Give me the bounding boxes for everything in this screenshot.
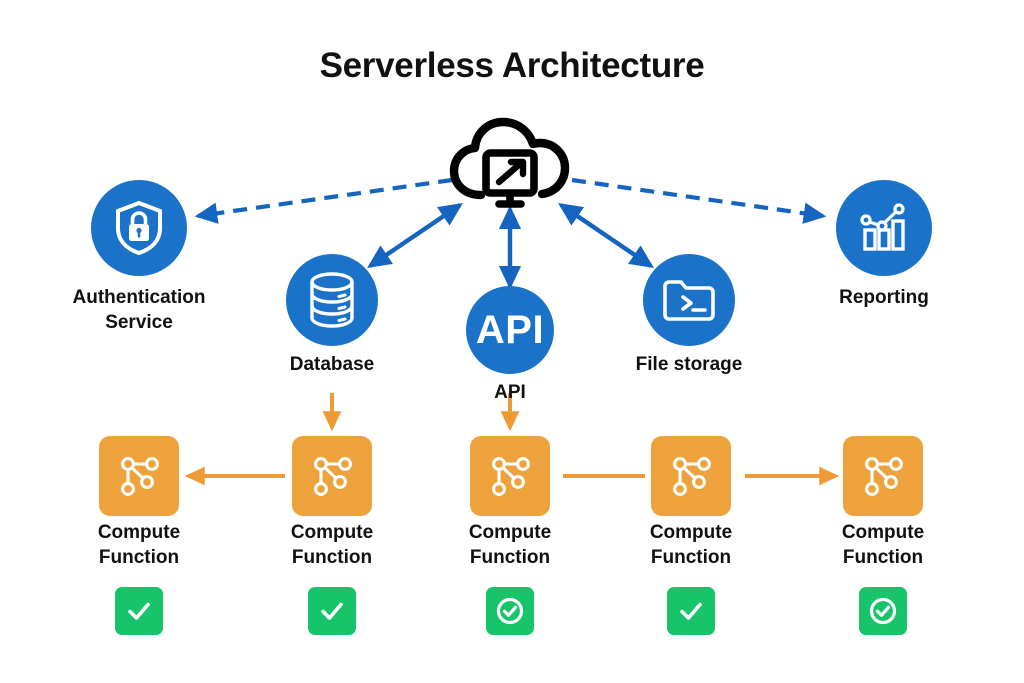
node-graph-icon bbox=[673, 457, 711, 496]
label-line-1: Compute bbox=[468, 522, 552, 543]
label-line-1: Reporting bbox=[839, 287, 929, 308]
compute-label-1: Compute Function bbox=[59, 521, 219, 570]
node-label-api: API bbox=[430, 380, 590, 405]
status-badge-1[interactable] bbox=[115, 587, 163, 635]
node-label-reporting: Reporting bbox=[804, 285, 964, 310]
node-label-authentication-service: Authentication Service bbox=[39, 285, 239, 336]
node-api[interactable]: API bbox=[466, 286, 554, 374]
cloud-monitor-arrow-icon bbox=[449, 117, 570, 208]
node-graph-icon bbox=[314, 457, 352, 496]
node-label-file-storage: File storage bbox=[609, 352, 769, 377]
compute-label-4: Compute Function bbox=[611, 521, 771, 570]
node-authentication-service[interactable] bbox=[91, 180, 187, 276]
node-graph-icon bbox=[121, 457, 159, 496]
check-icon bbox=[321, 602, 343, 620]
label-line-2: Function bbox=[842, 546, 924, 568]
label-line-1: API bbox=[494, 382, 526, 403]
link-cloud-authentication bbox=[194, 177, 453, 224]
compute-function-4[interactable] bbox=[651, 436, 731, 516]
label-line-2: Function bbox=[650, 546, 732, 568]
compute-label-5: Compute Function bbox=[803, 521, 963, 570]
bar-chart-trend-icon bbox=[860, 203, 905, 251]
check-icon bbox=[128, 602, 150, 620]
database-cylinder-icon bbox=[310, 272, 354, 328]
compute-function-1[interactable] bbox=[99, 436, 179, 516]
status-badge-3[interactable] bbox=[486, 587, 534, 635]
label-line-2: Function bbox=[291, 546, 373, 568]
node-reporting[interactable] bbox=[836, 180, 932, 276]
label-line-1: File storage bbox=[635, 354, 743, 375]
label-line-1: Compute bbox=[841, 522, 925, 543]
folder-terminal-icon bbox=[663, 280, 715, 321]
link-cloud-database bbox=[367, 203, 463, 268]
compute-function-5[interactable] bbox=[843, 436, 923, 516]
label-line-1: Compute bbox=[97, 522, 181, 543]
status-badge-4[interactable] bbox=[667, 587, 715, 635]
check-circle-icon bbox=[496, 597, 524, 625]
label-line-2: Function bbox=[469, 546, 551, 568]
cloud-platform-node[interactable] bbox=[447, 115, 573, 211]
check-circle-icon bbox=[869, 597, 897, 625]
compute-label-3: Compute Function bbox=[430, 521, 590, 570]
label-line-2: Service bbox=[105, 312, 173, 334]
link-cloud-reporting bbox=[571, 177, 827, 224]
shield-lock-icon bbox=[116, 200, 162, 256]
node-graph-icon bbox=[865, 457, 903, 496]
label-line-1: Authentication bbox=[72, 287, 206, 308]
label-line-1: Database bbox=[289, 354, 375, 375]
compute-function-3[interactable] bbox=[470, 436, 550, 516]
label-line-2: Function bbox=[98, 546, 180, 568]
node-label-database: Database bbox=[252, 352, 412, 377]
node-database[interactable] bbox=[286, 254, 378, 346]
status-badge-2[interactable] bbox=[308, 587, 356, 635]
compute-label-2: Compute Function bbox=[252, 521, 412, 570]
link-cloud-file-storage bbox=[558, 203, 654, 268]
node-file-storage[interactable] bbox=[643, 254, 735, 346]
compute-function-2[interactable] bbox=[292, 436, 372, 516]
label-line-1: Compute bbox=[649, 522, 733, 543]
page-title: Serverless Architecture bbox=[319, 46, 705, 85]
check-icon bbox=[680, 602, 702, 620]
status-badge-5[interactable] bbox=[859, 587, 907, 635]
label-line-1: Compute bbox=[290, 522, 374, 543]
api-label-icon: API bbox=[475, 308, 545, 352]
node-graph-icon bbox=[492, 457, 530, 496]
